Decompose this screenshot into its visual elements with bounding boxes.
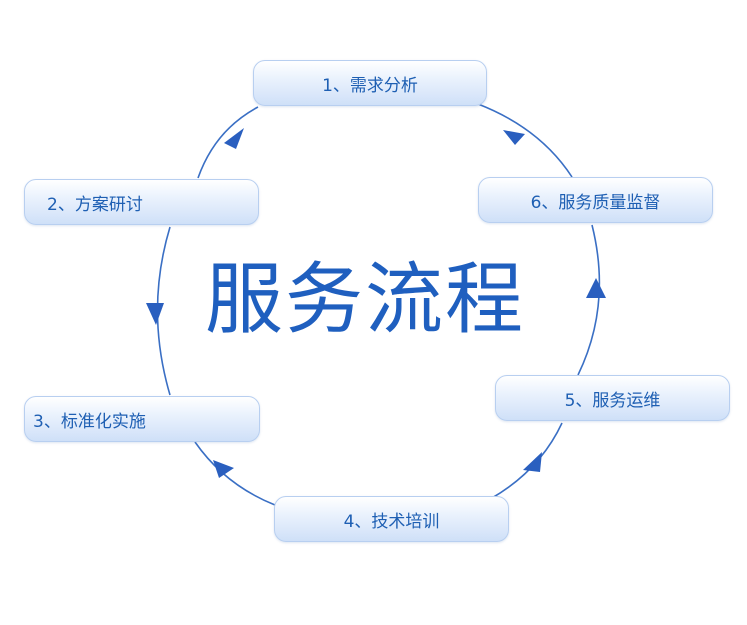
step-label-2: 2、方案研讨 [47,194,143,215]
diagram-title: 服务流程 [204,255,525,345]
step-box-1: 1、需求分析 [253,60,487,106]
arc-4-to-5 [491,422,563,499]
step-box-5: 5、服务运维 [495,375,730,421]
arc-6-to-1 [477,103,573,178]
arrow-6-to-1-icon [503,130,525,145]
step-label-3: 3、标准化实施 [33,411,146,432]
arrow-5-to-6-icon [586,278,606,298]
step-box-6: 6、服务质量监督 [478,177,713,223]
step-box-2: 2、方案研讨 [24,179,259,225]
step-label-5: 5、服务运维 [564,390,661,411]
arc-5-to-6 [577,224,601,376]
arrow-3-to-4-icon [213,460,234,478]
arrow-1-to-2-icon [224,128,244,149]
arrow-2-to-3-icon [146,303,164,325]
arrow-4-to-5-icon [523,452,542,472]
step-label-1: 1、需求分析 [322,75,418,96]
arc-1-to-2 [197,106,259,179]
step-box-3: 3、标准化实施 [24,396,260,442]
step-label-6: 6、服务质量监督 [530,192,661,213]
step-box-4: 4、技术培训 [274,496,509,542]
arc-3-to-4 [194,441,276,506]
step-label-4: 4、技术培训 [343,511,440,532]
